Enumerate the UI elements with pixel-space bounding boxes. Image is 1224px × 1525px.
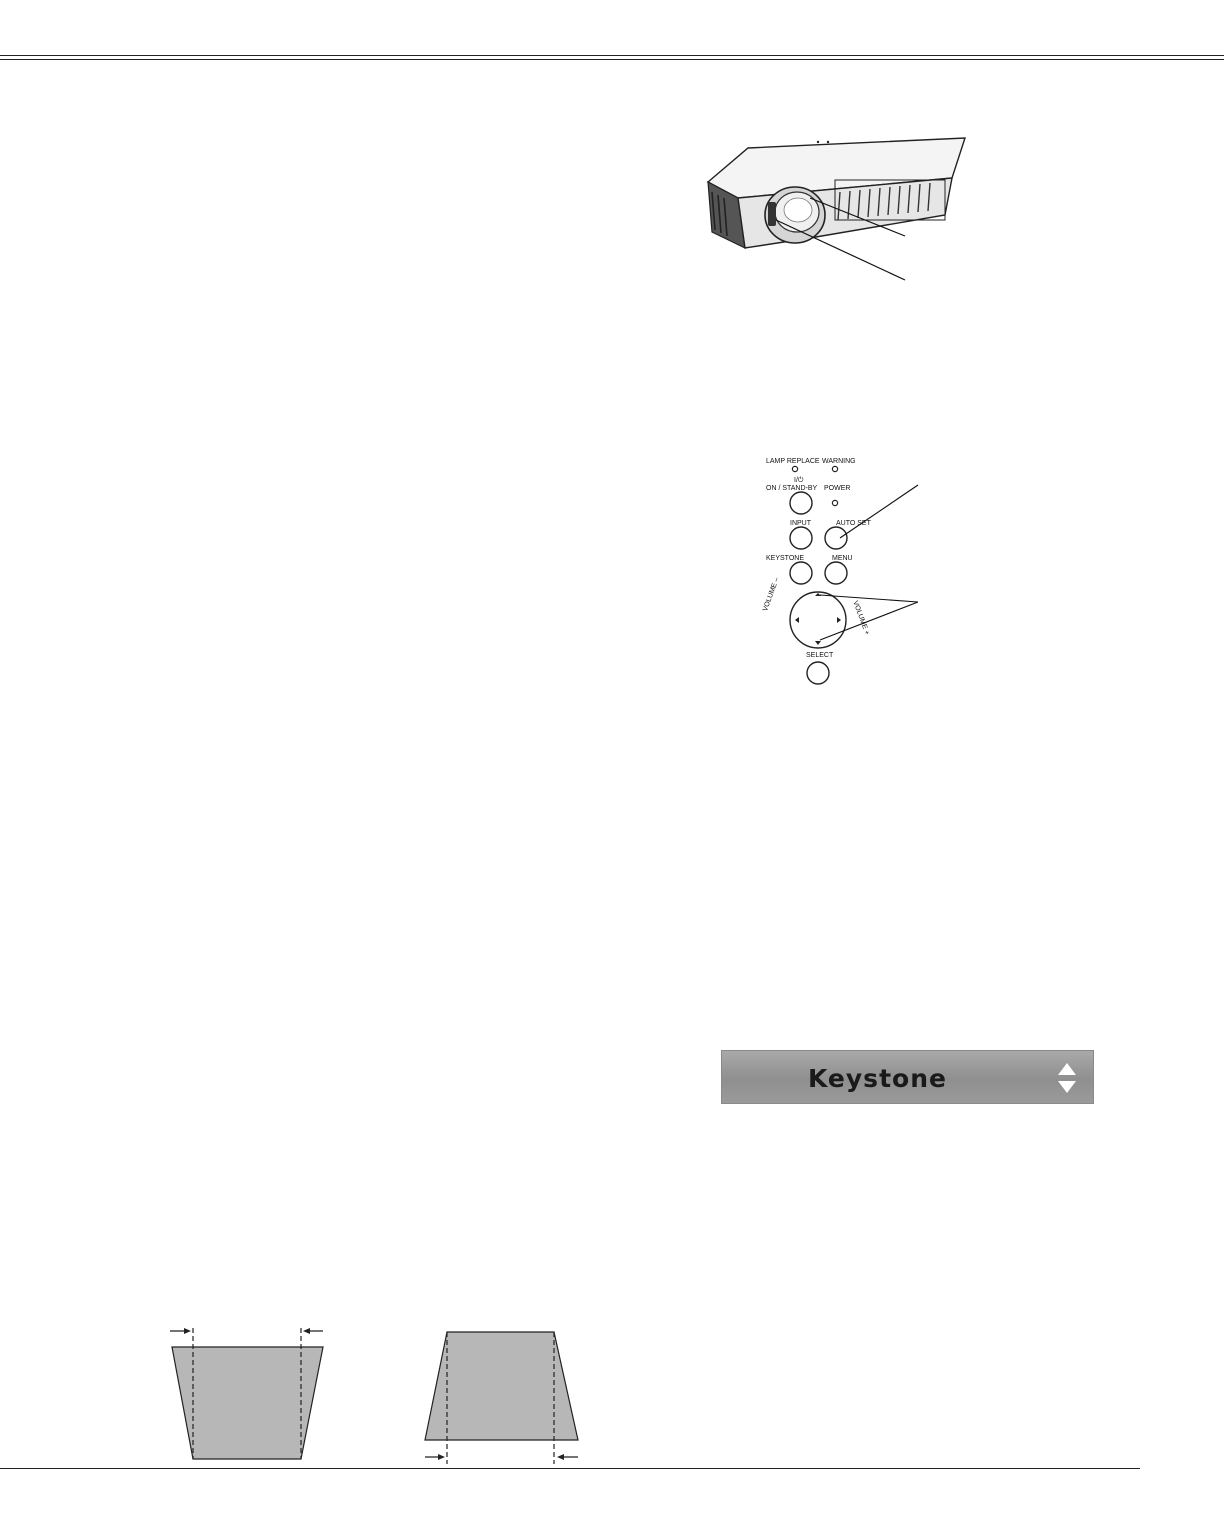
- footer-rule: [0, 1468, 1140, 1469]
- up-down-arrows-icon: [1058, 1063, 1076, 1093]
- osd-keystone-label: Keystone: [808, 1064, 947, 1093]
- keystone-diagram-top-wide: [170, 1328, 324, 1460]
- power-label: POWER: [824, 485, 851, 492]
- warning-label: WARNING: [822, 458, 856, 465]
- header-rule: [0, 55, 1224, 60]
- projector-illustration: [706, 137, 966, 281]
- control-panel-illustration: LAMP REPLACE WARNING I/⏻ ON / STAND-BY P…: [740, 450, 940, 690]
- keystone-diagram-bottom-wide: [424, 1331, 579, 1464]
- keystone-label: KEYSTONE: [766, 555, 804, 562]
- menu-label: MENU: [832, 555, 853, 562]
- lamp-replace-label: LAMP REPLACE: [766, 458, 820, 465]
- keystone-osd-bar: Keystone: [721, 1050, 1094, 1104]
- auto-set-label: AUTO SET: [836, 520, 871, 527]
- power-symbol-label: I/⏻: [794, 477, 804, 484]
- on-standby-label: ON / STAND-BY: [766, 485, 818, 492]
- input-label: INPUT: [790, 520, 811, 527]
- select-label: SELECT: [806, 652, 834, 659]
